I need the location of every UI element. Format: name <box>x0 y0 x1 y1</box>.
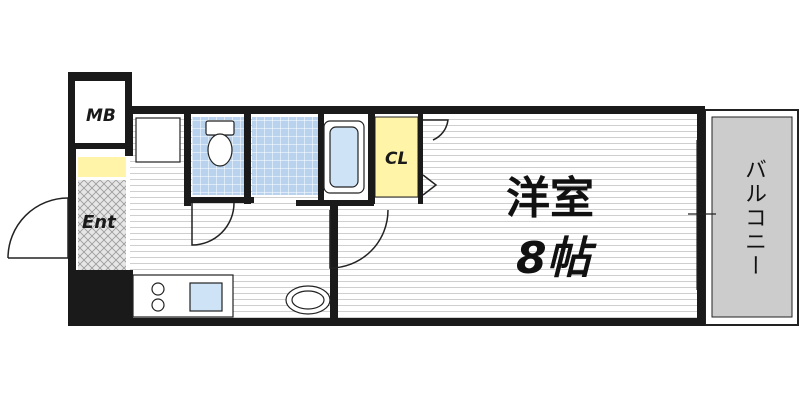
room-name-label: 洋室 <box>506 173 594 224</box>
room-size-label: 8帖 <box>516 233 591 284</box>
closet-label: CL <box>385 149 409 169</box>
bathtub-fixture <box>323 120 365 194</box>
wash-basin <box>285 285 331 315</box>
toilet-fixture <box>205 120 235 167</box>
balcony-area <box>704 109 799 326</box>
entrance-label: Ent <box>82 212 116 233</box>
doors <box>7 119 449 269</box>
entrance-yellow-strip <box>78 157 126 177</box>
washroom-tiles <box>252 117 318 195</box>
entrance-floor <box>78 180 126 270</box>
walls <box>68 72 705 326</box>
kitchen-counter <box>132 274 234 318</box>
closet-area <box>374 116 419 198</box>
balcony-label: バルコニー <box>741 158 766 278</box>
balcony-window <box>688 140 716 290</box>
storage-box <box>135 117 181 163</box>
meter-box-label: MB <box>86 106 116 126</box>
